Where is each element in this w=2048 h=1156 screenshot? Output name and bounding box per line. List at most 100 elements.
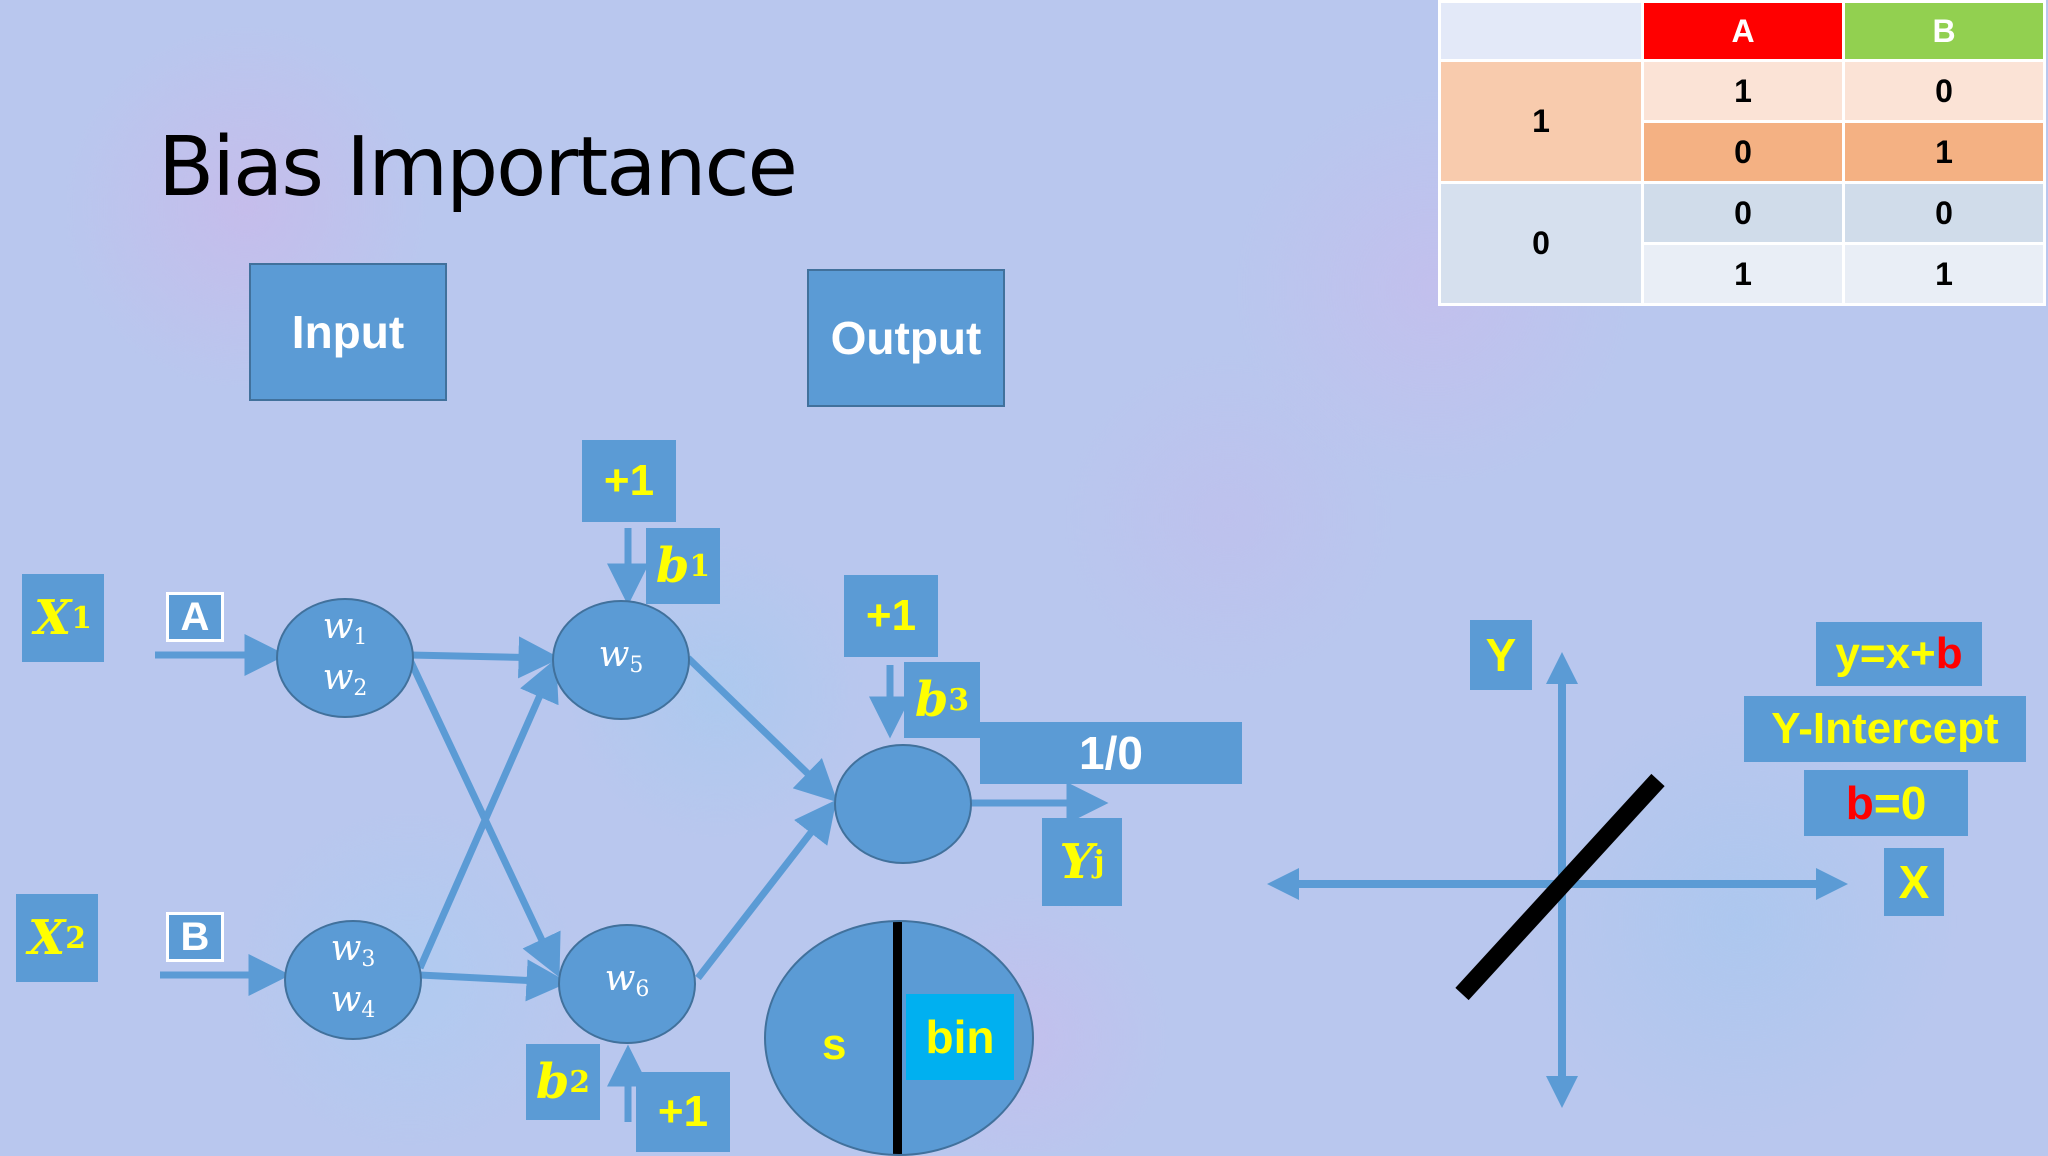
truth-table-cell: 0 — [1641, 181, 1845, 245]
x1-sub: 1 — [71, 600, 92, 636]
neuron-w4-text: w4 — [331, 980, 376, 1031]
x2-var: X — [28, 910, 66, 966]
line-y-equals-x-plus-b — [1455, 773, 1665, 1001]
neuron-w3-text: w3 — [331, 929, 376, 980]
bias-plus1-bottom: +1 — [636, 1072, 730, 1152]
input-b-label: B — [166, 912, 224, 962]
w4-var: w — [330, 979, 362, 1020]
arrow-n5-to-out — [685, 655, 838, 803]
input-box: Input — [249, 263, 447, 401]
bin-text: bin — [925, 1011, 995, 1063]
w1-sub: 1 — [353, 625, 368, 650]
bias-plus1-top: +1 — [582, 440, 676, 522]
w2-var: w — [322, 657, 354, 698]
truth-table-header: A B — [1438, 0, 2046, 62]
w2-sub: 2 — [353, 676, 368, 701]
output-value-text: 1/0 — [1079, 727, 1143, 779]
w3-sub: 3 — [361, 947, 376, 972]
input-label: Input — [291, 306, 405, 358]
b1-var: b — [655, 538, 690, 594]
truth-table-group-label: 1 — [1438, 59, 1644, 184]
b1-sub: 1 — [689, 548, 711, 584]
b-zero-rest: =0 — [1873, 777, 1927, 829]
truth-table-row: 0 0 0 — [1438, 181, 2046, 306]
y-axis-text: Y — [1485, 629, 1517, 681]
w6-sub: 6 — [635, 976, 650, 1002]
arrow-n2-to-n6 — [419, 959, 569, 1002]
yj-var: Y — [1059, 834, 1094, 890]
truth-table-header-b: B — [1842, 0, 2046, 62]
truth-table-cell: 1 — [1842, 120, 2046, 184]
truth-table-cell: 1 — [1641, 242, 1845, 306]
b-zero-label: b=0 — [1804, 770, 1968, 836]
bias-plus1-mid: +1 — [844, 575, 938, 657]
w3-var: w — [330, 928, 362, 969]
neuron-w6: w6 — [558, 924, 696, 1044]
neuron-w1-text: w1 — [323, 607, 368, 658]
neuron-w2-text: w2 — [323, 658, 368, 709]
truth-table-row: 1 1 0 — [1438, 59, 2046, 184]
truth-table-cell: 1 — [1641, 59, 1845, 123]
neuron-w5-text: w5 — [598, 633, 644, 686]
equation-label: y=x+b — [1816, 622, 1982, 686]
b2-sub: 2 — [569, 1064, 591, 1100]
input-a-text: A — [180, 594, 210, 639]
truth-table-cell: 0 — [1641, 120, 1845, 184]
equation-b: b — [1935, 629, 1963, 678]
slide-title: Bias Importance — [158, 120, 798, 215]
neuron-w5: w5 — [552, 600, 690, 720]
bin-label: bin — [906, 994, 1014, 1080]
w4-sub: 4 — [361, 998, 376, 1023]
x2-sub: 2 — [65, 920, 86, 956]
output-label: Output — [830, 312, 982, 364]
truth-table-row: 0 1 — [1440, 120, 2046, 184]
truth-table-cell: 0 — [1842, 59, 2046, 123]
truth-table-group-label: 0 — [1438, 181, 1644, 306]
bias-plus1-bottom-text: +1 — [657, 1087, 709, 1136]
b3-var: b — [914, 672, 949, 728]
arrow-n2-to-n5 — [416, 658, 559, 970]
neuron-w3-w4: w3 w4 — [284, 920, 422, 1040]
y-intercept-text: Y-Intercept — [1771, 704, 1999, 753]
truth-table-cell: 0 — [1842, 181, 2046, 245]
x-axis-label: X — [1884, 848, 1944, 916]
output-box: Output — [807, 269, 1005, 407]
activation-circle: s bin — [764, 920, 1034, 1156]
w1-var: w — [322, 606, 354, 647]
b-zero-b: b — [1845, 777, 1874, 829]
y-intercept-label: Y-Intercept — [1744, 696, 2026, 762]
truth-table-header-a: A — [1641, 0, 1845, 62]
arrow-n6-to-out — [695, 799, 837, 981]
neuron-w1-w2: w1 w2 — [276, 598, 414, 718]
w5-sub: 5 — [629, 652, 644, 678]
yj-sub: j — [1093, 844, 1105, 880]
sigmoid-label: s — [822, 1020, 846, 1070]
truth-table: A B 1 1 0 0 1 0 0 0 1 1 — [1438, 0, 2046, 306]
b3-sub: 3 — [948, 682, 970, 718]
y-axis-label: Y — [1470, 620, 1532, 690]
bias-plus1-top-text: +1 — [603, 456, 655, 505]
activation-divider — [893, 922, 902, 1154]
truth-table-row: 1 1 — [1440, 242, 2046, 306]
neuron-w6-text: w6 — [605, 958, 650, 1010]
input-b-text: B — [180, 914, 210, 959]
arrow-n1-to-n6 — [406, 658, 561, 978]
sigmoid-text: s — [822, 1020, 847, 1069]
w5-var: w — [598, 633, 630, 675]
bias-plus1-mid-text: +1 — [865, 591, 917, 640]
input-a-label: A — [166, 592, 224, 642]
output-neuron — [834, 744, 972, 864]
equation-prefix: y=x+ — [1835, 629, 1936, 678]
b2-var: b — [535, 1054, 570, 1110]
x1-var: X — [34, 590, 72, 646]
truth-table-corner — [1438, 0, 1644, 62]
arrow-n1-to-n5 — [409, 636, 561, 679]
output-value-box: 1/0 — [980, 722, 1242, 784]
